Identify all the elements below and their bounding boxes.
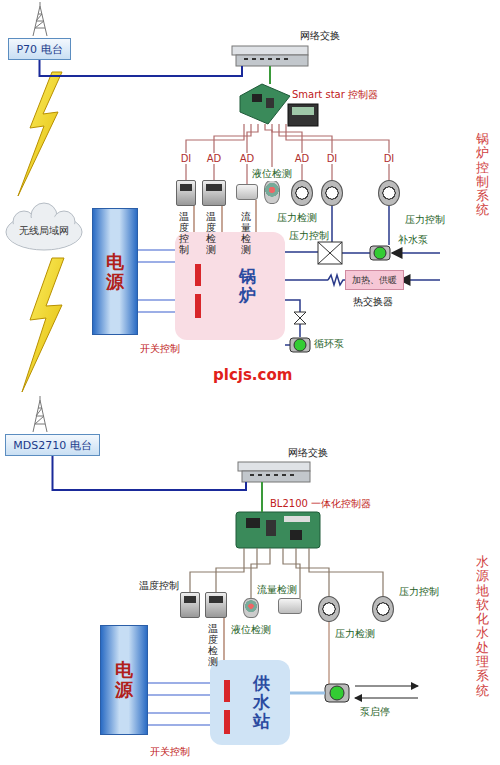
boiler: 锅炉 bbox=[175, 232, 285, 340]
pressure-gauge: 压力控制 bbox=[378, 180, 400, 206]
lightning-bolt bbox=[18, 72, 62, 196]
signal-wire bbox=[53, 456, 247, 490]
system-title: 锅炉控制系统 bbox=[476, 132, 489, 218]
radio-station: P70 电台 bbox=[8, 38, 71, 60]
level-sensor: 液位检测 bbox=[264, 180, 280, 204]
switch-control-label: 开关控制 bbox=[150, 745, 190, 759]
signal-wire bbox=[148, 683, 210, 725]
power-cabinet: 电源 bbox=[100, 625, 148, 735]
device-label: 液位检测 bbox=[231, 623, 271, 637]
device-label: 温度控制 bbox=[179, 211, 189, 255]
wireless-cloud: 无线局域网 bbox=[8, 214, 80, 248]
signal-wire bbox=[309, 548, 383, 596]
pump-label: 补水泵 bbox=[398, 233, 428, 247]
pipe bbox=[290, 622, 418, 698]
power-label: 电源 bbox=[115, 660, 133, 700]
device-label: 温度检测 bbox=[208, 623, 218, 667]
signal-wire bbox=[40, 60, 243, 76]
heating-element bbox=[224, 710, 230, 734]
instrument: 温度检测 bbox=[205, 592, 227, 618]
signal-wire bbox=[186, 124, 244, 180]
signal-type: AD bbox=[239, 153, 256, 164]
signal-wire bbox=[223, 618, 224, 660]
device-label: 压力控制 bbox=[399, 585, 439, 599]
device-label: 温度检测 bbox=[206, 211, 216, 255]
controller: Smart star 控制器 bbox=[240, 84, 290, 124]
signal-wire bbox=[221, 206, 222, 232]
signal-wire bbox=[269, 66, 271, 84]
flow-meter: 流量检测 bbox=[236, 184, 258, 200]
instrument: 温度控制 bbox=[176, 180, 196, 206]
controller-label: BL2100 一体化控制器 bbox=[270, 497, 371, 511]
pressure-gauge: 压力控制 bbox=[321, 180, 343, 206]
controller-label: Smart star 控制器 bbox=[292, 88, 378, 102]
cloud-shape bbox=[6, 203, 82, 250]
device-label: 压力控制 bbox=[405, 213, 445, 227]
pump-label: 循环泵 bbox=[314, 337, 344, 351]
signal-wire bbox=[193, 206, 194, 232]
instrument: 温度检测 bbox=[202, 180, 226, 206]
network-switch: 网络交换 bbox=[232, 46, 308, 66]
station-label: 供水站 bbox=[253, 674, 270, 730]
boiler-label: 锅炉 bbox=[239, 267, 256, 304]
device-label: 液位检测 bbox=[251, 167, 293, 181]
switch-label: 网络交换 bbox=[300, 29, 340, 43]
pump-symbol bbox=[290, 246, 390, 702]
water-station: 供水站 bbox=[210, 660, 290, 745]
station-name: P70 电台 bbox=[16, 42, 62, 57]
device-label: 压力控制 bbox=[289, 229, 329, 243]
pressure-gauge: 压力控制 bbox=[372, 596, 394, 622]
system-title: 水源地软化水处理系统 bbox=[476, 555, 489, 698]
signal-type: DI bbox=[383, 153, 396, 164]
device-label: 压力检测 bbox=[335, 627, 375, 641]
signal-type: AD bbox=[206, 153, 223, 164]
station-name: MDS2710 电台 bbox=[13, 438, 91, 453]
instrument: 温度控制 bbox=[180, 592, 200, 618]
power-label: 电源 bbox=[106, 252, 124, 292]
pipe bbox=[285, 206, 440, 345]
flow-meter: 流量检测 bbox=[278, 598, 302, 614]
signal-wire bbox=[261, 482, 263, 512]
signal-wire bbox=[190, 548, 244, 592]
device-label: 流量检测 bbox=[241, 211, 251, 255]
switch-label: 网络交换 bbox=[288, 446, 328, 460]
signal-type: AD bbox=[294, 153, 311, 164]
pump-label: 泵启停 bbox=[360, 705, 390, 719]
valve-symbol bbox=[294, 242, 342, 324]
heating-element bbox=[195, 294, 201, 318]
heating-element bbox=[195, 264, 201, 286]
network-switch: 网络交换 bbox=[238, 462, 310, 482]
switch-control-label: 开关控制 bbox=[140, 342, 180, 356]
power-cabinet: 电源 bbox=[92, 208, 138, 335]
pressure-gauge: 压力检测 bbox=[291, 180, 313, 206]
lightning-bolt bbox=[22, 258, 64, 392]
exchanger-note: 加热、供暖 bbox=[352, 274, 397, 287]
signal-wire bbox=[286, 124, 389, 180]
heating-element bbox=[224, 680, 230, 702]
heat-exchanger: 加热、供暖热交换器 bbox=[345, 270, 404, 290]
device-label: 流量检测 bbox=[257, 583, 297, 597]
signal-wire bbox=[138, 250, 175, 312]
signal-wire bbox=[255, 200, 256, 232]
device-label: 压力检测 bbox=[277, 211, 317, 225]
controller: BL2100 一体化控制器 bbox=[236, 512, 320, 548]
pressure-gauge: 压力检测 bbox=[318, 596, 340, 622]
exchanger-label: 热交换器 bbox=[353, 295, 393, 309]
watermark: plcjs.com bbox=[213, 366, 292, 384]
signal-type: DI bbox=[180, 153, 193, 164]
radio-station: MDS2710 电台 bbox=[5, 434, 100, 456]
level-sensor: 液位检测 bbox=[243, 598, 259, 618]
device-label: 温度控制 bbox=[139, 579, 179, 593]
cloud-label: 无线局域网 bbox=[19, 224, 69, 238]
signal-type: DI bbox=[326, 153, 339, 164]
